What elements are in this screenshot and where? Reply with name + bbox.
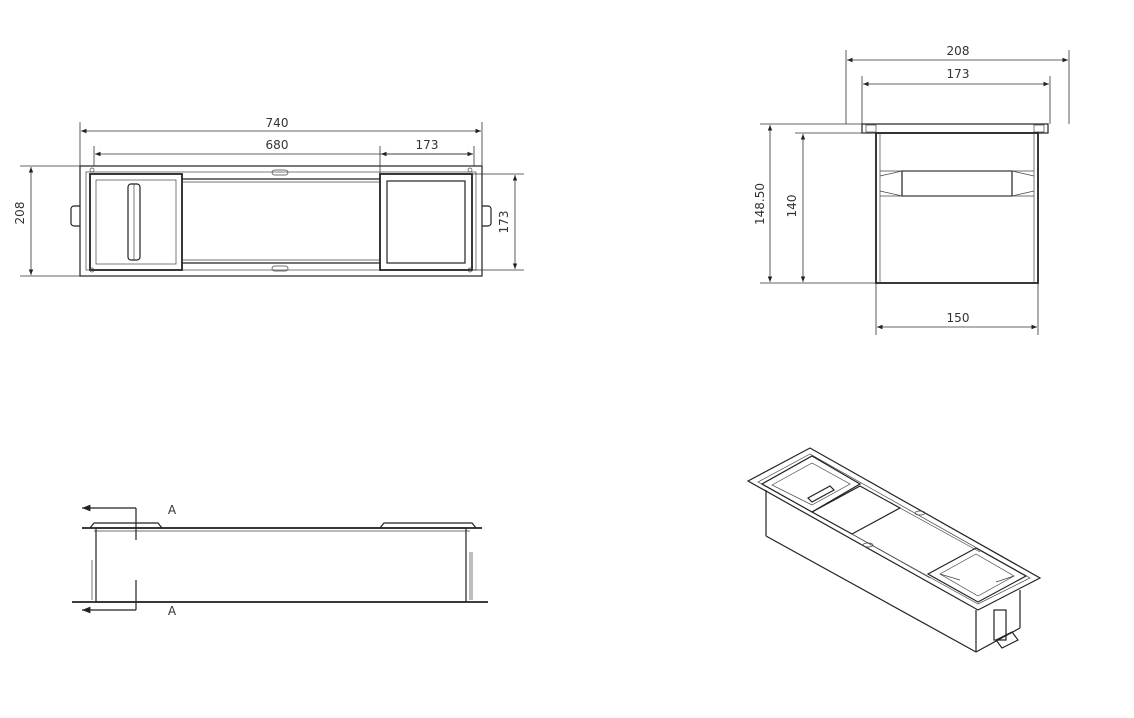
dim-150-label: 150 <box>947 311 970 325</box>
iso-flange <box>746 447 1042 611</box>
side-view-flange <box>861 123 1049 134</box>
top-view-inner-flange <box>85 171 477 271</box>
dim-173-label: 173 <box>416 138 439 152</box>
iso-roller <box>807 485 835 503</box>
mounting-slot <box>271 169 289 176</box>
iso-right-compartment <box>926 547 1028 603</box>
iso-lid <box>810 485 902 535</box>
section-label-top: A <box>168 503 177 517</box>
mounting-slot <box>271 265 289 272</box>
dim-140-label: 140 <box>785 195 799 218</box>
side-view: 208 173 148.50 140 150 <box>753 44 1070 335</box>
dim-148-50-label: 148.50 <box>753 183 767 225</box>
front-view-right-lid <box>379 522 477 529</box>
top-view: 740 680 173 208 173 <box>13 116 524 277</box>
section-label-bottom: A <box>168 604 177 618</box>
roller-section-hatch <box>901 170 1013 197</box>
dim-208-label: 208 <box>13 202 27 225</box>
top-view-right-tab <box>482 205 492 227</box>
top-view-right-compartment <box>379 173 473 271</box>
top-view-outer-flange <box>79 165 483 277</box>
dim-side-208-label: 208 <box>947 44 970 58</box>
iso-left-compartment <box>760 455 862 513</box>
dim-680-label: 680 <box>266 138 289 152</box>
top-view-left-tab <box>70 205 80 227</box>
front-view-left-lid <box>89 522 163 529</box>
isometric-view <box>746 447 1042 653</box>
front-view: A A <box>72 503 488 618</box>
dim-740-label: 740 <box>266 116 289 130</box>
dim-side-173-label: 173 <box>947 67 970 81</box>
dim-173-vertical-label: 173 <box>497 211 511 234</box>
front-view-body <box>95 527 467 603</box>
iso-side-clip <box>993 609 1007 641</box>
top-view-left-compartment <box>89 173 183 271</box>
side-view-body <box>875 132 1039 284</box>
